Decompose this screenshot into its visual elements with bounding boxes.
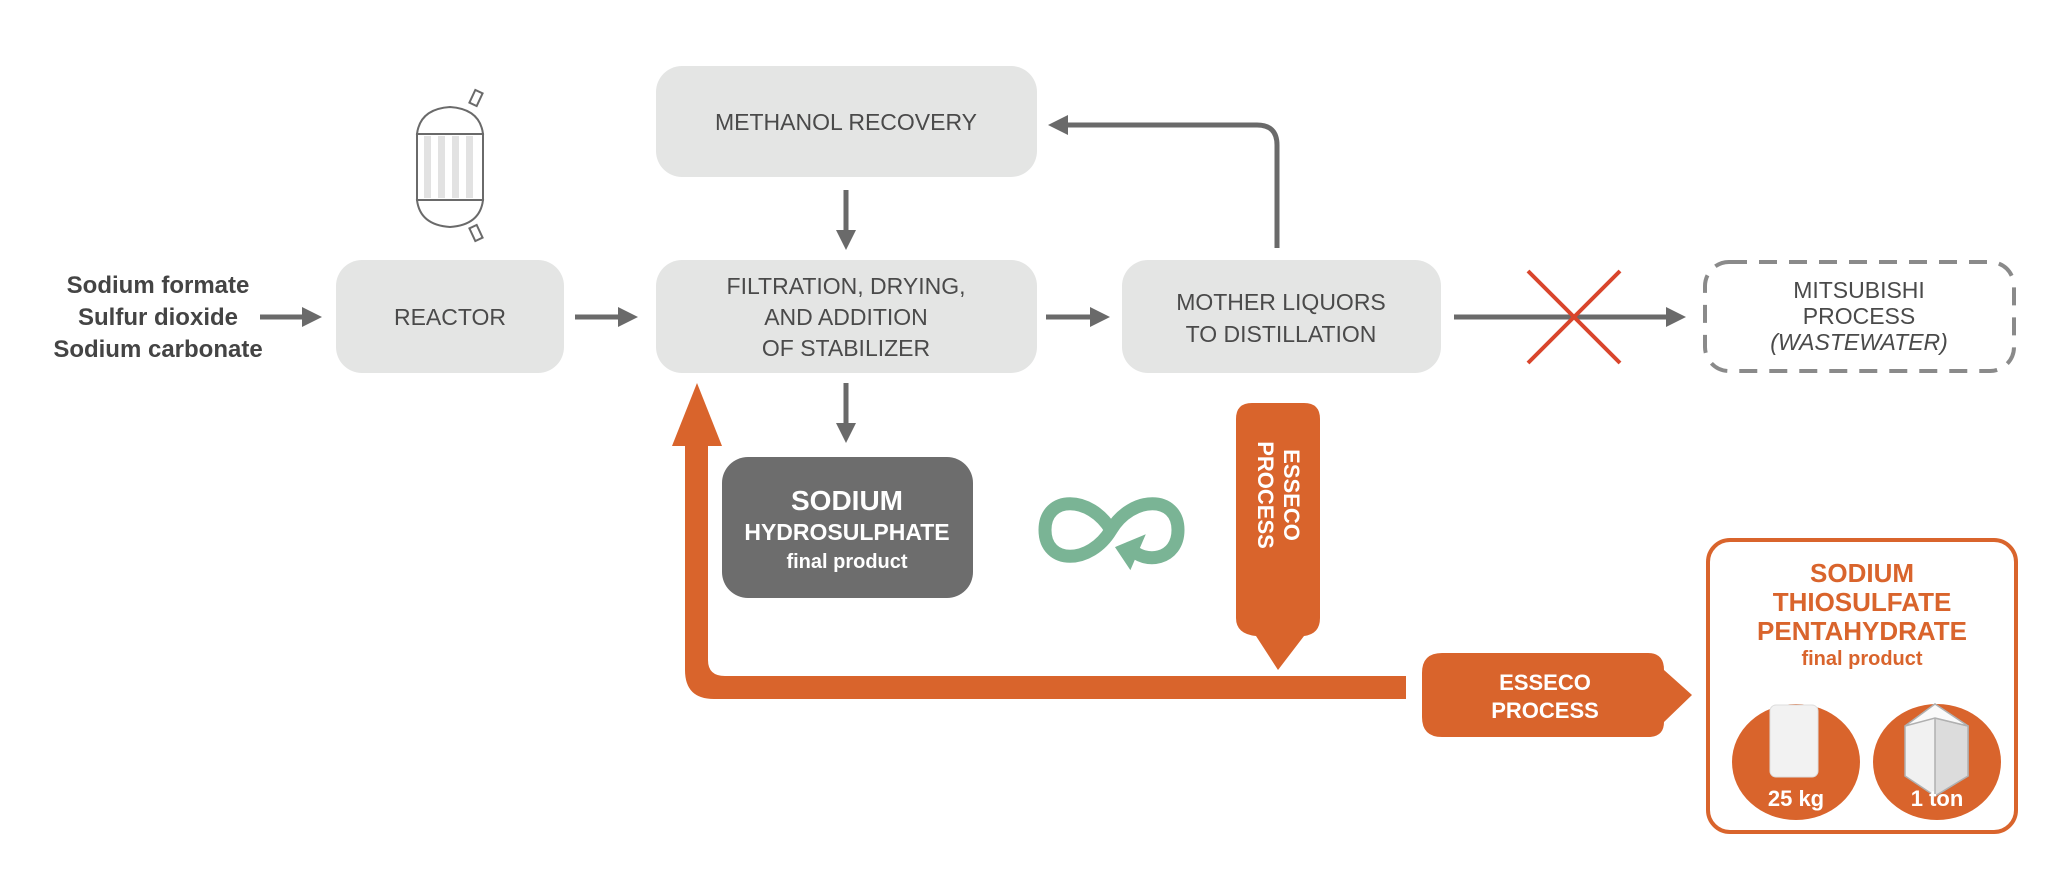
esseco-process-vertical-arrow: ESSECO PROCESS (1236, 403, 1320, 670)
methanol-label: METHANOL RECOVERY (715, 109, 977, 135)
package-25kg-label: 25 kg (1768, 786, 1824, 811)
package-1ton: 1 ton (1873, 703, 2001, 820)
thiosulfate-product-box: SODIUM THIOSULFATE PENTAHYDRATE final pr… (1706, 538, 2018, 834)
thiosulfate-line-4: final product (1801, 648, 1922, 670)
esseco-process-horizontal-tag: ESSECO PROCESS (1422, 653, 1692, 737)
mitsubishi-line-2: PROCESS (1803, 303, 1915, 329)
recycle-infinity-icon (1038, 497, 1185, 571)
thiosulfate-line-3: PENTAHYDRATE (1757, 616, 1967, 646)
reactor-icon (415, 88, 485, 243)
thiosulfate-line-2: THIOSULFATE (1773, 587, 1952, 617)
reactor-box: REACTOR (336, 260, 564, 373)
hydrosulphate-product-box: SODIUM HYDROSULPHATE final product (722, 457, 973, 598)
filtration-line-1: FILTRATION, DRYING, (727, 273, 966, 299)
mother-liquors-box: MOTHER LIQUORS TO DISTILLATION (1122, 260, 1441, 373)
filtration-box: FILTRATION, DRYING, AND ADDITION OF STAB… (656, 260, 1037, 373)
input-materials: Sodium formate Sulfur dioxide Sodium car… (53, 272, 262, 363)
esseco-return-arrow (672, 383, 1406, 699)
input-sodium-carbonate: Sodium carbonate (53, 336, 262, 363)
hydrosulphate-line-3: final product (786, 551, 907, 573)
package-1ton-label: 1 ton (1911, 786, 1964, 811)
bag-icon (1769, 704, 1819, 778)
hydrosulphate-line-1: SODIUM (791, 485, 903, 516)
bulk-bag-icon (1904, 703, 1969, 798)
esseco-horizontal-line-2: PROCESS (1491, 698, 1599, 723)
mother-line-2: TO DISTILLATION (1186, 321, 1377, 347)
cross-icon (1526, 269, 1622, 365)
hydrosulphate-line-2: HYDROSULPHATE (744, 519, 949, 545)
methanol-recovery-box: METHANOL RECOVERY (656, 66, 1037, 177)
input-sulfur-dioxide: Sulfur dioxide (78, 304, 238, 331)
package-25kg: 25 kg (1732, 704, 1860, 820)
esseco-horizontal-line-1: ESSECO (1499, 670, 1591, 695)
mitsubishi-line-1: MITSUBISHI (1793, 277, 1925, 303)
reactor-label: REACTOR (394, 304, 506, 330)
mitsubishi-line-3: (WASTEWATER) (1770, 329, 1948, 355)
mitsubishi-process-box: MITSUBISHI PROCESS (WASTEWATER) (1703, 260, 2016, 373)
input-sodium-formate: Sodium formate (67, 272, 250, 299)
filtration-line-2: AND ADDITION (764, 304, 928, 330)
flow-arrows (260, 115, 1686, 443)
thiosulfate-line-1: SODIUM (1810, 558, 1914, 588)
filtration-line-3: OF STABILIZER (762, 335, 930, 361)
esseco-vertical-line-1: ESSECO (1279, 449, 1304, 541)
esseco-vertical-line-2: PROCESS (1253, 441, 1278, 549)
arrow-mother-to-methanol (1048, 115, 1280, 248)
mother-line-1: MOTHER LIQUORS (1176, 289, 1386, 315)
